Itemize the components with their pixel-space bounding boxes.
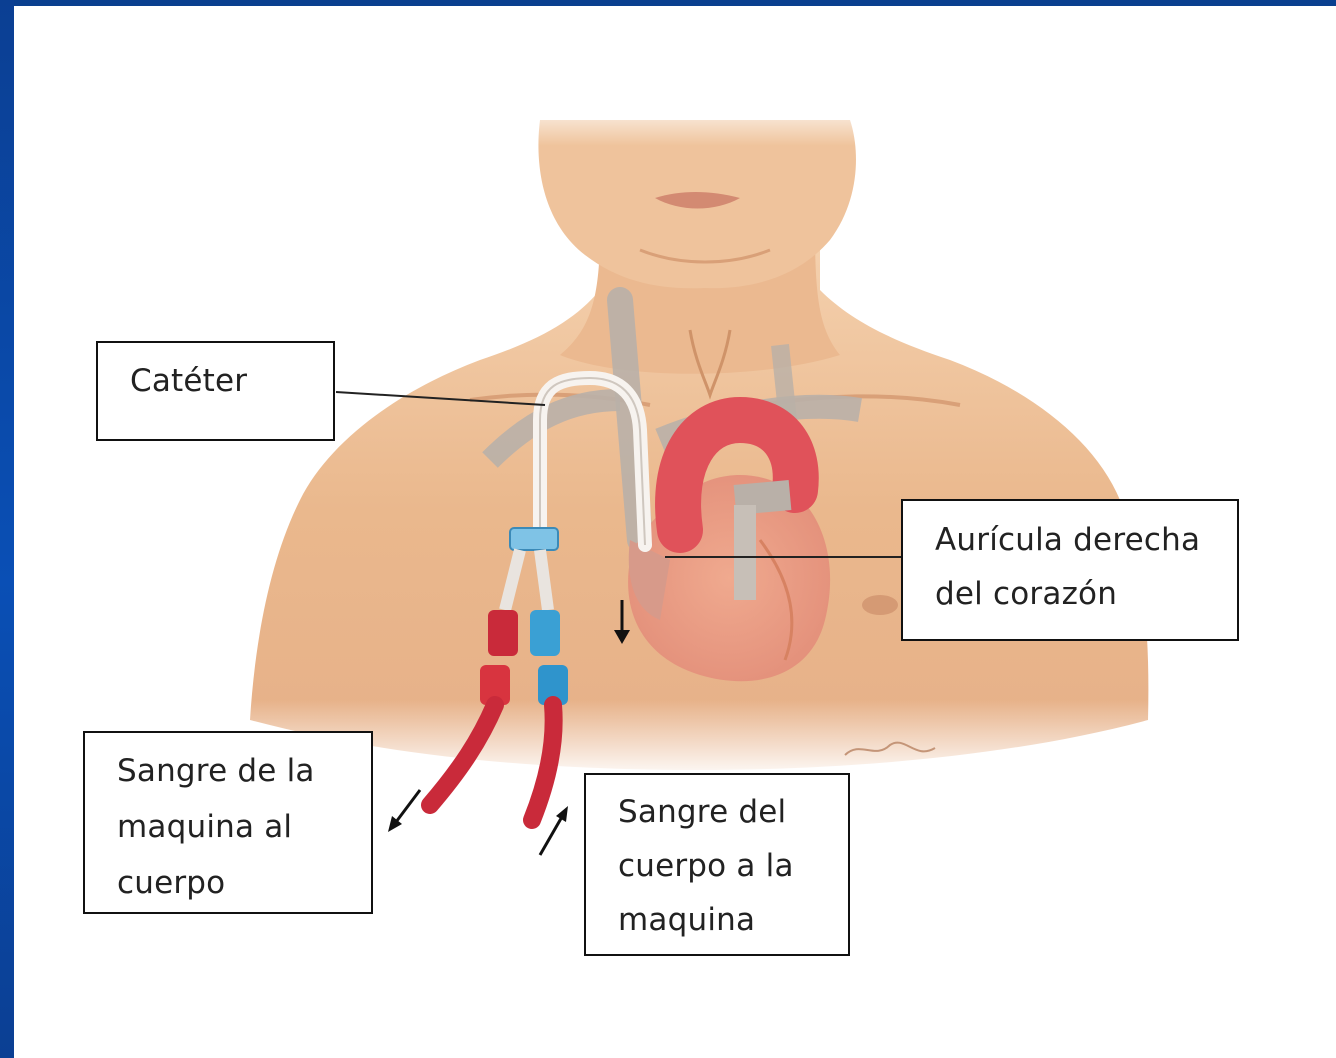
maquina-cuerpo-label-box: Sangre de la maquina al cuerpo [83,731,373,914]
maquina-cuerpo-line-1: Sangre de la [117,743,371,799]
cuerpo-maquina-line-1: Sangre del [618,785,848,839]
cateter-label-box: Catéter [96,341,335,441]
outflow-arrow-icon [388,790,420,832]
auricula-label-line-1: Aurícula derecha [935,513,1237,567]
inflow-arrow-icon [540,806,568,855]
cateter-label: Catéter [130,351,333,411]
cuerpo-maquina-line-3: maquina [618,893,848,947]
catheter-hub [510,528,558,550]
blue-clamp [530,610,560,656]
maquina-cuerpo-line-2: maquina al [117,799,371,855]
maquina-cuerpo-line-3: cuerpo [117,855,371,911]
red-clamp [488,610,518,656]
cuerpo-maquina-line-2: cuerpo a la [618,839,848,893]
auricula-label-box: Aurícula derecha del corazón [901,499,1239,641]
auricula-label-line-2: del corazón [935,567,1237,621]
cuerpo-maquina-label-box: Sangre del cuerpo a la maquina [584,773,850,956]
